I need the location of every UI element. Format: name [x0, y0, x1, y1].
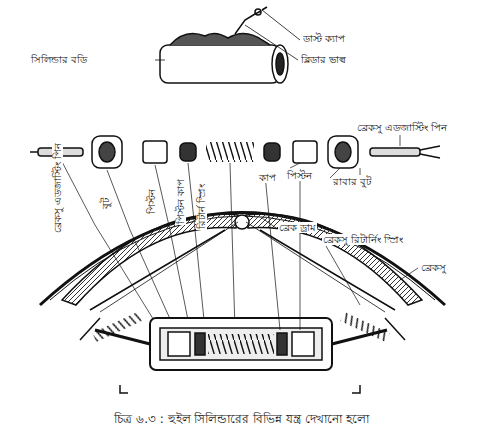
part-label: ব্রেকসু এডজাস্টিং পিন: [52, 142, 63, 234]
part-label: কাপ: [258, 172, 277, 183]
spring-label: ব্রেকসু রিটার্নিং স্প্রিং: [322, 234, 404, 245]
figure-caption: চিত্র ৬.৩ : হুইল সিলিন্ডারের বিভিন্ন যন্…: [114, 410, 368, 430]
part-label: রিটার্ন স্প্রিং: [196, 183, 207, 230]
part-label: পিস্টন কাপ: [175, 178, 186, 225]
part-label: বুট: [100, 197, 111, 210]
cylinder-body-label: সিলিন্ডার বডি: [30, 54, 88, 65]
part-label: ব্রেকসু এডজাস্টিং পিন: [356, 122, 448, 133]
shoe-label: ব্রেকসু: [420, 262, 447, 273]
part-label: রাবার বুট: [332, 176, 372, 187]
bleeder-valve-label: ব্লিডার ভাল্ব: [300, 54, 347, 65]
part-label: পিস্টন: [146, 188, 157, 215]
part-label: পিস্টন: [286, 170, 313, 181]
drum-label: ব্রেক ড্রাম: [278, 222, 317, 233]
dust-cap-label: ডাস্ট ক্যাপ: [302, 33, 346, 44]
